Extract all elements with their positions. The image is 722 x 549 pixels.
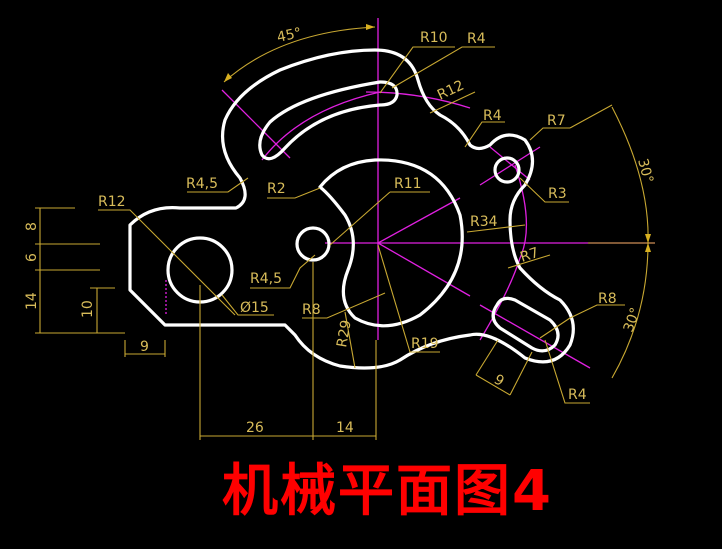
dimension-lines <box>35 24 655 440</box>
dimension-labels: 45° R10 R4 R12 R4 R7 30° R3 R34 R7 R8 30… <box>24 25 656 436</box>
label-r4-top: R4 <box>467 31 486 47</box>
label-angle-30-upper: 30° <box>634 157 656 185</box>
center-lines <box>165 18 655 369</box>
label-h9: 9 <box>140 339 149 355</box>
label-r19: R19 <box>411 336 439 352</box>
label-slot-width-9: 9 <box>491 372 507 390</box>
label-r11: R11 <box>394 176 422 192</box>
label-r29: R29 <box>334 319 355 349</box>
label-v14: 14 <box>24 292 40 310</box>
label-angle-45: 45° <box>276 25 304 46</box>
label-r12-left: R12 <box>98 194 126 210</box>
label-r34: R34 <box>470 214 498 230</box>
label-r4-5-mid: R4,5 <box>250 271 282 287</box>
label-r10: R10 <box>420 30 448 46</box>
label-v8: 8 <box>24 222 40 231</box>
label-angle-30-lower: 30° <box>621 306 645 335</box>
label-r8-right: R8 <box>598 291 617 307</box>
label-dia-15: Ø15 <box>240 300 269 316</box>
label-r4-bottom: R4 <box>568 387 587 403</box>
label-r3: R3 <box>548 186 567 202</box>
label-r4-5-top: R4,5 <box>186 176 218 192</box>
label-h14: 14 <box>336 420 354 436</box>
label-h26: 26 <box>246 420 264 436</box>
label-r4-right: R4 <box>483 108 502 124</box>
label-v6: 6 <box>24 253 40 262</box>
label-r2: R2 <box>267 181 286 197</box>
label-r12-top: R12 <box>435 77 467 103</box>
label-r7-mid: R7 <box>518 245 541 266</box>
label-r7-top: R7 <box>547 113 566 129</box>
label-r8-mid: R8 <box>302 302 321 318</box>
label-v10: 10 <box>80 300 96 318</box>
drawing-title: 机械平面图4 <box>222 459 553 524</box>
